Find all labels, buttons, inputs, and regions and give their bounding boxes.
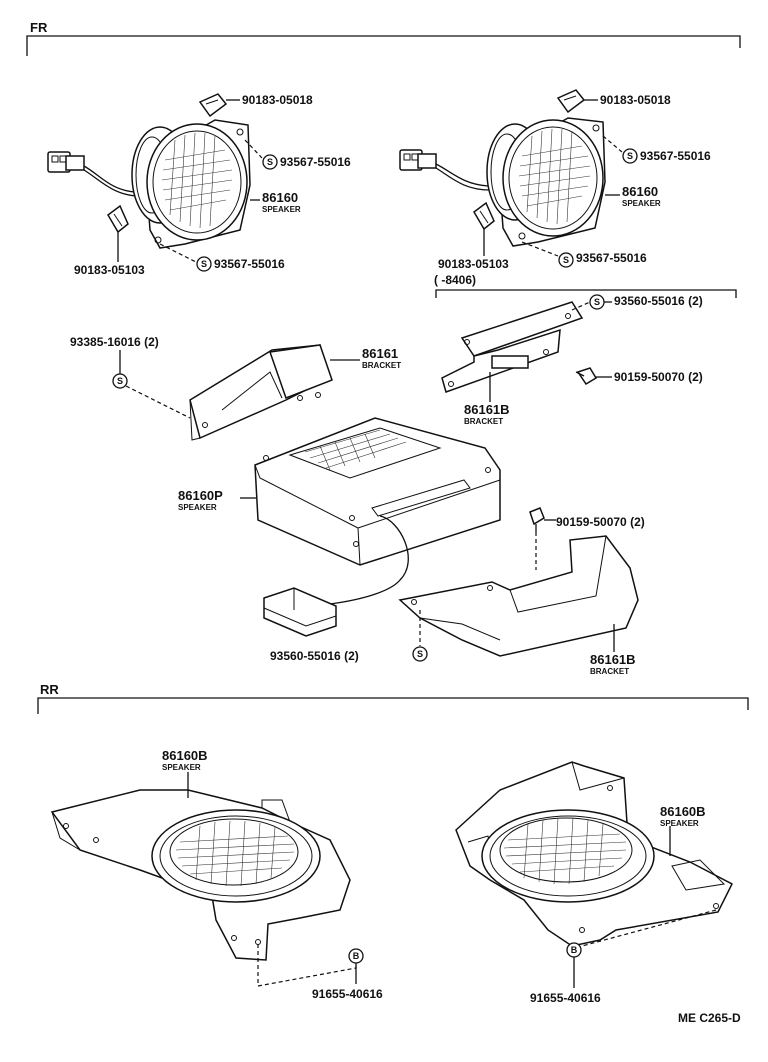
speaker-box-wire bbox=[329, 515, 409, 605]
rr-speaker-right-number: 86160B bbox=[660, 804, 706, 819]
diagram-code: ME C265-D bbox=[678, 1011, 741, 1025]
speaker-right-name: SPEAKER bbox=[622, 199, 661, 208]
screw-box-bottom-label: 93560-55016 (2) bbox=[270, 649, 359, 663]
screw-symbol-box-bottom: S bbox=[412, 646, 428, 662]
screw-symbol-bracket-top: S bbox=[589, 294, 605, 310]
speaker-box-number: 86160P bbox=[178, 488, 223, 503]
date-range-label: ( -8406) bbox=[434, 273, 476, 287]
screw-symbol-right-upper: S bbox=[622, 148, 638, 164]
speaker-left-name: SPEAKER bbox=[262, 205, 301, 214]
small-bracket bbox=[441, 301, 584, 393]
clip-bottom-right-label: 90183-05103 bbox=[438, 257, 509, 271]
front-right-bottom-clip bbox=[473, 201, 495, 231]
svg-text:S: S bbox=[417, 649, 423, 659]
svg-text:S: S bbox=[594, 297, 600, 307]
front-section-label: FR bbox=[30, 20, 48, 35]
screw-symbol-bracket-left: S bbox=[112, 373, 128, 389]
front-right-top-clip bbox=[556, 89, 586, 114]
bolt-bracket-large bbox=[529, 507, 545, 532]
rr-speaker-right-name: SPEAKER bbox=[660, 819, 699, 828]
front-left-top-clip bbox=[198, 93, 228, 118]
speaker-left-number: 86160 bbox=[262, 190, 298, 205]
svg-text:S: S bbox=[627, 151, 633, 161]
svg-text:S: S bbox=[563, 255, 569, 265]
speaker-box-name: SPEAKER bbox=[178, 503, 217, 512]
screw-symbol-right-lower: S bbox=[558, 252, 574, 268]
speaker-right-number: 86160 bbox=[622, 184, 658, 199]
bracket-left-number: 86161 bbox=[362, 346, 398, 361]
clip-top-left-label: 90183-05018 bbox=[242, 93, 313, 107]
screw-symbol-left-upper: S bbox=[262, 154, 278, 170]
front-left-bottom-clip bbox=[107, 204, 129, 234]
svg-text:S: S bbox=[117, 376, 123, 386]
screw-symbol-left-lower: S bbox=[196, 256, 212, 272]
left-bracket bbox=[189, 344, 333, 441]
bracket-large-number: 86161B bbox=[590, 652, 636, 667]
screw-left-upper-label: 93567-55016 bbox=[280, 155, 351, 169]
screw-right-upper-label: 93567-55016 bbox=[640, 149, 711, 163]
clip-top-right-label: 90183-05018 bbox=[600, 93, 671, 107]
svg-text:S: S bbox=[267, 157, 273, 167]
front-left-connector bbox=[47, 151, 137, 197]
rr-bolt-right-label: 91655-40616 bbox=[530, 991, 601, 1005]
front-right-connector bbox=[399, 149, 491, 191]
svg-text:S: S bbox=[201, 259, 207, 269]
svg-text:B: B bbox=[353, 951, 360, 961]
speaker-box bbox=[254, 417, 501, 566]
bracket-large-name: BRACKET bbox=[590, 667, 629, 676]
speaker-box-connector bbox=[263, 587, 337, 637]
bolt-bracket-top-label: 90159-50070 (2) bbox=[614, 370, 703, 384]
large-bracket bbox=[398, 535, 639, 657]
rr-bolt-left-label: 91655-40616 bbox=[312, 987, 383, 1001]
bracket-small-number: 86161B bbox=[464, 402, 510, 417]
front-right-speaker bbox=[399, 117, 606, 247]
rear-section-label: RR bbox=[40, 682, 59, 697]
bolt-bracket-large-label: 90159-50070 (2) bbox=[556, 515, 645, 529]
bracket-small-name: BRACKET bbox=[464, 417, 503, 426]
svg-text:B: B bbox=[571, 945, 578, 955]
front-section-frame bbox=[26, 35, 741, 56]
rear-section-frame bbox=[37, 697, 749, 714]
screw-left-lower-label: 93567-55016 bbox=[214, 257, 285, 271]
front-left-speaker bbox=[47, 119, 251, 249]
bolt-bracket-top bbox=[575, 367, 598, 386]
bracket-left-name: BRACKET bbox=[362, 361, 401, 370]
rr-speaker-left-name: SPEAKER bbox=[162, 763, 201, 772]
date-range-frame bbox=[435, 289, 737, 298]
rear-left-speaker bbox=[50, 789, 351, 961]
bolt-symbol-rear-left: B bbox=[348, 948, 364, 964]
screw-bracket-top-label: 93560-55016 (2) bbox=[614, 294, 703, 308]
bolt-symbol-rear-right: B bbox=[566, 942, 582, 958]
clip-bottom-left-label: 90183-05103 bbox=[74, 263, 145, 277]
screw-right-lower-label: 93567-55016 bbox=[576, 251, 647, 265]
rr-speaker-left-number: 86160B bbox=[162, 748, 208, 763]
rear-right-speaker bbox=[455, 761, 733, 947]
screw-bracket-left-label: 93385-16016 (2) bbox=[70, 335, 159, 349]
